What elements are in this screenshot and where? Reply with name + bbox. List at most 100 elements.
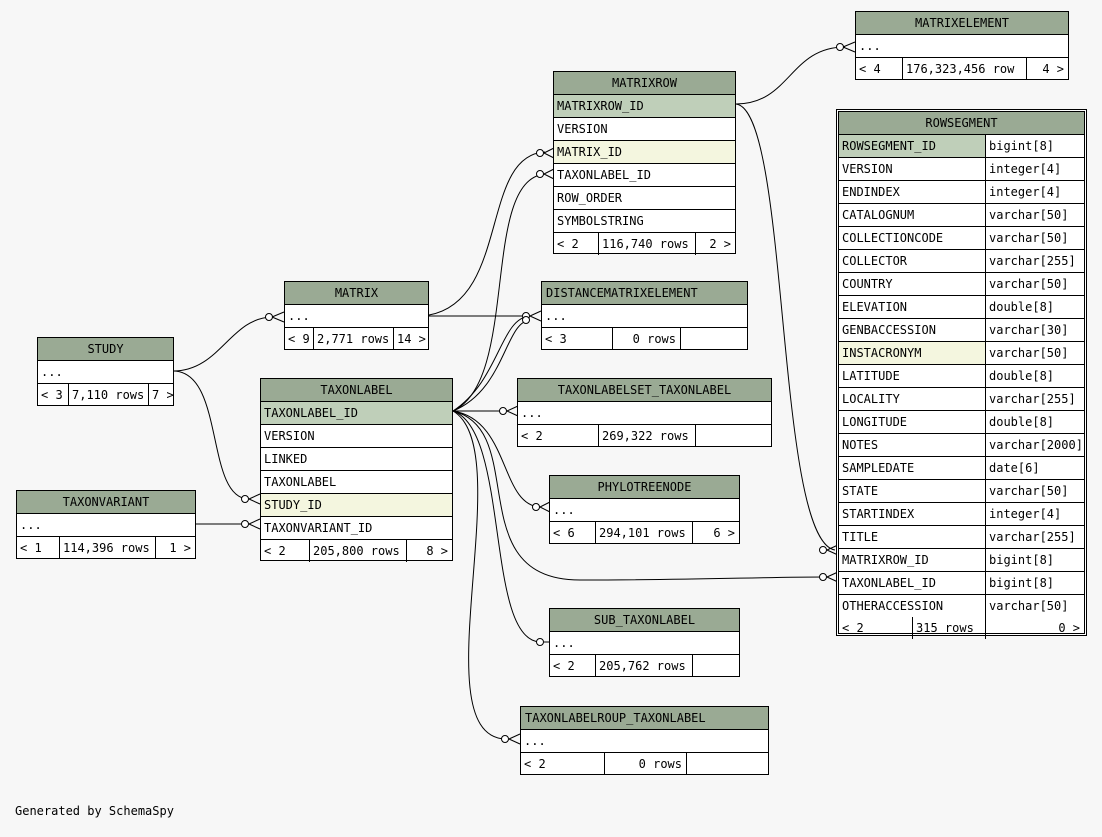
row-count: 0 rows bbox=[612, 328, 680, 350]
column-name: CATALOGNUM bbox=[842, 208, 915, 222]
table-taxonlabelroup-taxonlabel[interactable]: TAXONLABELROUP_TAXONLABEL ... < 2 0 rows bbox=[520, 706, 769, 775]
column-type: double[8] bbox=[985, 365, 1084, 387]
edge-taxonlabel-matrixrow bbox=[452, 173, 546, 412]
column-taxonlabel-id: TAXONLABEL_ID bbox=[557, 168, 651, 182]
column-row: TITLE varchar[255] bbox=[839, 526, 1084, 549]
row-count: 205,800 rows bbox=[309, 540, 406, 562]
table-matrixelement[interactable]: MATRIXELEMENT ... < 4 176,323,456 row 4 … bbox=[855, 11, 1069, 80]
parents-count: < 2 bbox=[557, 237, 579, 251]
table-title: ROWSEGMENT bbox=[839, 112, 1084, 135]
column-type: integer[4] bbox=[985, 158, 1084, 180]
table-sub-taxonlabel[interactable]: SUB_TAXONLABEL ... < 2 205,762 rows bbox=[549, 608, 740, 677]
children-count bbox=[680, 328, 747, 350]
column-type: double[8] bbox=[985, 296, 1084, 318]
column-row-order: ROW_ORDER bbox=[557, 191, 623, 205]
edge-taxonlabel-subtaxonlabel bbox=[452, 410, 541, 643]
row-count: 205,762 rows bbox=[595, 655, 692, 677]
edge-taxonlabel-rowsegment bbox=[452, 410, 827, 581]
table-ellipsis: ... bbox=[545, 309, 567, 323]
column-name: ELEVATION bbox=[842, 300, 908, 314]
edge-study-taxonlabel bbox=[172, 370, 249, 500]
row-count: 269,322 rows bbox=[598, 425, 695, 447]
table-phylotreenode[interactable]: PHYLOTREENODE ... < 6 294,101 rows 6 > bbox=[549, 475, 740, 544]
row-count: 294,101 rows bbox=[595, 522, 692, 544]
column-type: varchar[50] bbox=[985, 342, 1084, 364]
table-taxonvariant[interactable]: TAXONVARIANT ... < 1 114,396 rows 1 > bbox=[16, 490, 196, 559]
column-taxonlabel: TAXONLABEL bbox=[264, 475, 337, 489]
column-name: MATRIXROW_ID bbox=[842, 553, 929, 567]
table-matrix[interactable]: MATRIX ... < 9 2,771 rows 14 > bbox=[284, 281, 429, 350]
children-count: 7 > bbox=[148, 384, 173, 406]
column-type: varchar[50] bbox=[985, 480, 1084, 502]
parents-count: < 9 bbox=[288, 332, 310, 346]
column-type: integer[4] bbox=[985, 503, 1084, 525]
table-ellipsis: ... bbox=[553, 503, 575, 517]
column-name: STARTINDEX bbox=[842, 507, 915, 521]
children-count bbox=[695, 425, 771, 447]
column-name: TAXONLABEL_ID bbox=[842, 576, 936, 590]
edge-taxonlabel-taxonlabelroup bbox=[452, 410, 506, 740]
column-type: date[6] bbox=[985, 457, 1084, 479]
row-count: 176,323,456 row bbox=[902, 58, 1026, 80]
table-title: STUDY bbox=[38, 338, 173, 361]
children-count: 1 > bbox=[155, 537, 195, 559]
column-name: LATITUDE bbox=[842, 369, 900, 383]
column-name: COUNTRY bbox=[842, 277, 893, 291]
table-matrixrow[interactable]: MATRIXROW MATRIXROW_ID VERSION MATRIX_ID… bbox=[553, 71, 736, 255]
column-study-id: STUDY_ID bbox=[264, 498, 322, 512]
parents-count: < 2 bbox=[842, 621, 864, 635]
table-taxonlabel[interactable]: TAXONLABEL TAXONLABEL_ID VERSION LINKED … bbox=[260, 378, 453, 562]
parents-count: < 2 bbox=[524, 757, 546, 771]
table-distancematrixelement[interactable]: DISTANCEMATRIXELEMENT ... < 3 0 rows bbox=[541, 281, 748, 350]
column-type: varchar[255] bbox=[985, 526, 1084, 548]
column-row: LATITUDE double[8] bbox=[839, 365, 1084, 388]
children-count: 2 > bbox=[695, 233, 735, 255]
table-title: TAXONLABELSET_TAXONLABEL bbox=[518, 379, 771, 402]
table-title: DISTANCEMATRIXELEMENT bbox=[542, 282, 747, 305]
column-name: TITLE bbox=[842, 530, 879, 544]
children-count: 14 > bbox=[393, 328, 428, 350]
column-name: GENBACCESSION bbox=[842, 323, 936, 337]
column-type: varchar[50] bbox=[985, 227, 1084, 249]
table-title: MATRIX bbox=[285, 282, 428, 305]
table-title: TAXONLABEL bbox=[261, 379, 452, 402]
column-type: varchar[50] bbox=[985, 273, 1084, 295]
edge-matrixrow-rowsegment bbox=[735, 103, 836, 551]
column-name: STATE bbox=[842, 484, 879, 498]
table-ellipsis: ... bbox=[521, 406, 543, 420]
parents-count: < 2 bbox=[553, 659, 575, 673]
table-ellipsis: ... bbox=[524, 734, 546, 748]
edge-taxonlabel-phylotreenode bbox=[452, 410, 541, 508]
column-name: ROWSEGMENT_ID bbox=[839, 135, 985, 157]
column-type: bigint[8] bbox=[985, 549, 1084, 571]
table-title: TAXONLABELROUP_TAXONLABEL bbox=[521, 707, 768, 730]
column-row: MATRIXROW_ID bigint[8] bbox=[839, 549, 1084, 572]
edge-study-matrix bbox=[172, 316, 273, 372]
column-name: COLLECTOR bbox=[842, 254, 908, 268]
edge-taxonlabel-distancematrixelement-a bbox=[452, 315, 531, 412]
column-linked: LINKED bbox=[264, 452, 308, 466]
table-ellipsis: ... bbox=[553, 636, 575, 650]
children-count bbox=[686, 753, 768, 775]
column-version: VERSION bbox=[557, 122, 608, 136]
column-version: VERSION bbox=[264, 429, 315, 443]
table-taxonlabelset-taxonlabel[interactable]: TAXONLABELSET_TAXONLABEL ... < 2 269,322… bbox=[517, 378, 772, 447]
edge-matrixrow-matrixelement bbox=[735, 46, 846, 105]
table-study[interactable]: STUDY ... < 3 7,110 rows 7 > bbox=[37, 337, 174, 406]
table-ellipsis: ... bbox=[288, 309, 310, 323]
children-count: 0 > bbox=[985, 617, 1084, 639]
column-row: ELEVATION double[8] bbox=[839, 296, 1084, 319]
table-title: MATRIXELEMENT bbox=[856, 12, 1068, 35]
column-taxonvariant-id: TAXONVARIANT_ID bbox=[264, 521, 373, 535]
table-title: PHYLOTREENODE bbox=[550, 476, 739, 499]
table-ellipsis: ... bbox=[859, 39, 881, 53]
